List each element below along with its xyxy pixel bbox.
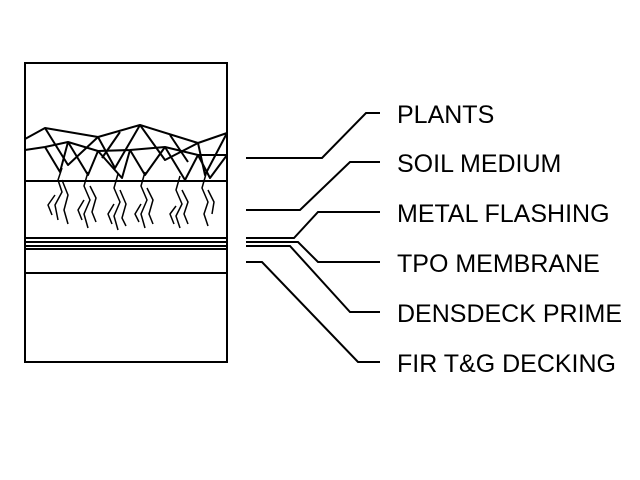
label-densdeck-prime: DENSDECK PRIME bbox=[397, 300, 622, 328]
leader-metal-flashing bbox=[246, 211, 380, 239]
section-outline bbox=[24, 62, 228, 363]
leader-fir-decking bbox=[246, 261, 380, 363]
label-soil-medium: SOIL MEDIUM bbox=[397, 150, 561, 178]
section-box bbox=[24, 62, 228, 363]
label-tpo-membrane: TPO MEMBRANE bbox=[397, 250, 600, 278]
plant-roots bbox=[47, 167, 215, 231]
leader-soil-medium bbox=[246, 161, 380, 211]
leader-densdeck-prime bbox=[246, 245, 380, 313]
label-fir-decking: FIR T&G DECKING bbox=[397, 350, 616, 378]
leader-lines bbox=[246, 112, 380, 363]
leader-tpo-membrane bbox=[246, 241, 380, 263]
label-metal-flashing: METAL FLASHING bbox=[397, 200, 610, 228]
label-plants: PLANTS bbox=[397, 101, 494, 129]
plants-canopy bbox=[24, 124, 228, 181]
callout-labels: PLANTS SOIL MEDIUM METAL FLASHING TPO ME… bbox=[397, 101, 622, 378]
leader-plants bbox=[246, 112, 380, 159]
